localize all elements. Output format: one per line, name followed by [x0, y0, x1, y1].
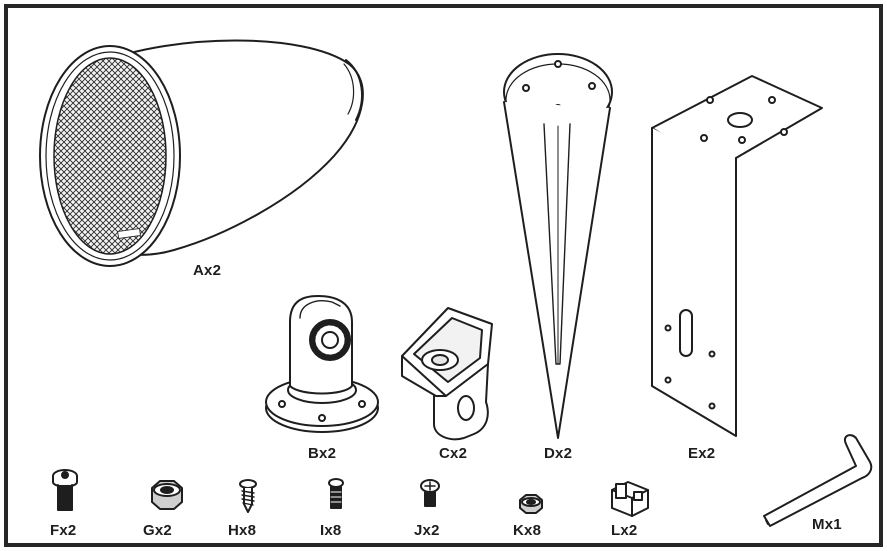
- ground-spike-icon: [503, 53, 613, 439]
- bolt-icon: [52, 469, 78, 511]
- part-label-h: Hx8: [228, 522, 257, 539]
- hex-key-icon: [763, 434, 873, 527]
- part-label-m: Mx1: [812, 516, 842, 533]
- part-label-l: Lx2: [611, 522, 638, 539]
- pan-head-screw-icon: [420, 479, 440, 507]
- part-label-f: Fx2: [50, 522, 77, 539]
- wood-screw-icon: [239, 479, 257, 513]
- clip-icon: [611, 481, 649, 517]
- parts-illustration: [4, 4, 883, 547]
- part-label-k: Kx8: [513, 522, 542, 539]
- l-bracket-icon: [651, 75, 823, 437]
- speaker-icon: [39, 39, 364, 267]
- machine-screw-icon: [328, 478, 344, 509]
- part-label-a: Ax2: [193, 262, 222, 279]
- swivel-joint-icon: [401, 307, 493, 441]
- parts-diagram: Ax2 Bx2 Cx2 Dx2 Ex2 Fx2 Gx2 Hx8 Ix8 Jx2 …: [4, 4, 883, 547]
- part-label-g: Gx2: [143, 522, 172, 539]
- part-label-b: Bx2: [308, 445, 337, 462]
- small-nut-icon: [519, 494, 543, 514]
- part-label-d: Dx2: [544, 445, 573, 462]
- part-label-e: Ex2: [688, 445, 716, 462]
- part-label-i: Ix8: [320, 522, 342, 539]
- mount-bracket-icon: [265, 295, 379, 433]
- part-label-j: Jx2: [414, 522, 440, 539]
- nut-icon: [151, 480, 183, 510]
- part-label-c: Cx2: [439, 445, 468, 462]
